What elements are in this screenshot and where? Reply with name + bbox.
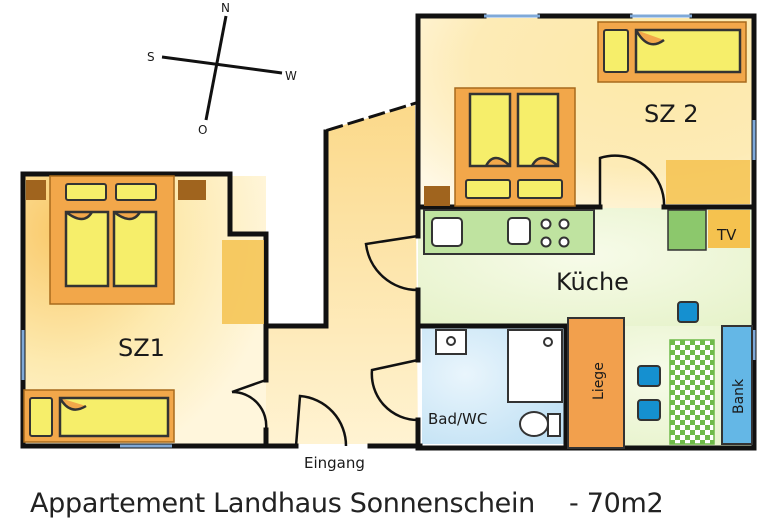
sz2-furniture: [424, 21, 750, 207]
toilet-icon: [519, 411, 561, 437]
stove-icon: [540, 218, 570, 248]
hall-wall-left: [265, 129, 329, 329]
bath-label: Bad/WC: [428, 410, 487, 428]
wardrobe-sz2: [666, 160, 750, 204]
kitchen-label: Küche: [556, 268, 629, 296]
sink-basin-icon: [507, 217, 531, 245]
plan-caption: Appartement Landhaus Sonnenschein - 70m2: [30, 488, 664, 519]
compass-north-label: W: [285, 69, 297, 83]
washbasin-drain: [446, 336, 456, 346]
washbasin-icon: [435, 329, 467, 355]
sz1-furniture: [23, 175, 264, 443]
windows: [21, 14, 756, 448]
shower-drain: [543, 337, 553, 347]
pillow: [517, 179, 563, 199]
sz1-wall-top: [20, 171, 233, 237]
pillow: [465, 179, 511, 199]
tv-cabinet: [708, 210, 750, 248]
blanket: [634, 28, 742, 74]
sz1-label: SZ1: [118, 334, 165, 362]
living-furniture: Liege Bank: [567, 301, 753, 449]
blanket: [468, 92, 512, 168]
doors: [231, 154, 666, 447]
liege-sofa: [567, 317, 625, 449]
caption-size: - 70m2: [569, 488, 664, 519]
door-kitchen: [364, 234, 419, 292]
sink-icon: [431, 217, 463, 247]
wardrobe-sz1: [222, 240, 264, 324]
bank-bench: [721, 325, 753, 445]
stool: [637, 365, 661, 387]
stool: [677, 301, 699, 323]
compass-west-label: N: [221, 1, 230, 15]
blanket: [58, 396, 170, 438]
caption-title: Appartement Landhaus Sonnenschein: [30, 488, 535, 519]
pillow: [65, 183, 107, 201]
sz1-wall-right: [227, 231, 269, 383]
kitchen-furniture: TV: [423, 209, 750, 255]
fridge: [667, 209, 707, 251]
blanket: [516, 92, 560, 168]
compass: N S W O: [147, 1, 297, 137]
pillow: [603, 29, 629, 73]
liege-label: Liege: [591, 362, 607, 400]
pillow: [115, 183, 157, 201]
door-sz2: [598, 154, 666, 208]
walls: [20, 13, 757, 451]
dining-table: [669, 339, 715, 445]
sz2-label: SZ 2: [644, 100, 699, 128]
bank-label: Bank: [731, 378, 747, 414]
blanket: [112, 210, 158, 288]
nightstand-sz2: [424, 186, 450, 206]
pillow: [29, 397, 53, 437]
door-sz1: [231, 378, 268, 431]
hall-floor: [266, 105, 418, 444]
door-entrance: [294, 394, 348, 447]
door-bath: [370, 358, 419, 422]
bath-furniture: Bad/WC: [428, 329, 563, 437]
nightstand-left: [26, 180, 46, 200]
bath-wall: [415, 323, 569, 451]
entrance-label: Eingang: [304, 454, 365, 472]
compass-south-label: S: [147, 50, 155, 64]
shower-icon: [507, 329, 563, 403]
compass-east-label: O: [198, 123, 207, 137]
stool: [637, 399, 661, 421]
tv-label: TV: [716, 226, 737, 244]
blanket: [64, 210, 110, 288]
hall-wall-dashed: [326, 101, 418, 132]
nightstand-right: [178, 180, 206, 200]
